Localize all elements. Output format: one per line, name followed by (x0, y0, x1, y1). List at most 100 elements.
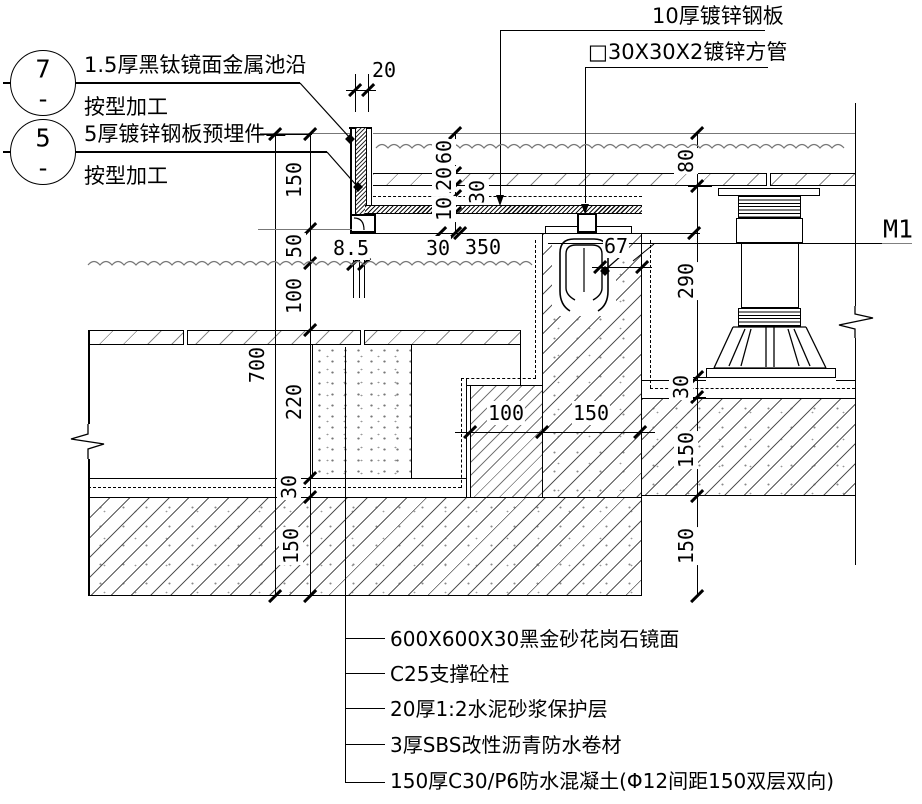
dim-extension (258, 228, 352, 230)
callout-note: 按型加工 (84, 95, 168, 119)
dim-150: 150 (282, 160, 306, 200)
pool-edge-inner-plate (370, 128, 372, 214)
note-granite: 600X600X30黑金砂花岗石镜面 (390, 627, 680, 651)
pool-edge-infill (356, 128, 366, 214)
dim-10: 10 (432, 195, 456, 223)
note-sbs: 3厚SBS改性沥青防水卷材 (390, 733, 622, 757)
material-label-square-tube: □30X30X2镀锌方管 (588, 40, 788, 64)
note-mortar: 20厚1:2水泥砂浆保护层 (390, 697, 608, 721)
pedestal-thread-upper (738, 196, 801, 218)
bubble-dash: - (35, 84, 51, 114)
water-wave-line (87, 260, 533, 266)
callout-note: 按型加工 (84, 164, 168, 188)
membrane-dashed (535, 240, 536, 378)
c-channel-profile-inner (565, 244, 603, 301)
dim-150: 150 (571, 401, 611, 425)
dim-30: 30 (277, 473, 301, 501)
dim-150: 150 (279, 526, 303, 566)
dim-ext-edge (353, 256, 354, 298)
dim-ext-edge (358, 256, 360, 298)
pedestal-base-legs (713, 326, 827, 369)
pedestal-thread-lower (738, 308, 801, 327)
detail-bubble-5 (10, 119, 76, 185)
lower-waterproof-slab (88, 497, 642, 596)
dim-connector (260, 133, 312, 135)
break-symbol (838, 306, 874, 338)
note-column: C25支撑砼柱 (390, 662, 510, 686)
dim-150: 150 (674, 430, 698, 470)
break-symbol (70, 424, 105, 459)
dim-line-channel (592, 266, 652, 268)
callout-line-5 (3, 151, 327, 153)
dim-chain-right (696, 133, 698, 596)
right-boundary (855, 338, 857, 565)
dim-line-topgap (346, 89, 376, 91)
plate-label-leader (500, 30, 501, 195)
dim-50: 50 (282, 232, 306, 260)
pool-edge-line (355, 128, 356, 233)
membrane-dashed (650, 388, 855, 389)
detail-bubble-7 (10, 50, 76, 116)
c25-support-column (312, 345, 412, 478)
dim-ext-topgap (368, 74, 369, 112)
dim-30: 30 (424, 236, 452, 260)
pool-edge-line (366, 128, 367, 214)
deck-underside-line (350, 232, 700, 234)
dim-350: 350 (463, 235, 503, 259)
dim-chain-left-outer (274, 134, 276, 596)
note-concrete: 150厚C30/P6防水混凝土(Φ12间距150双层双向) (390, 769, 835, 793)
dim-30: 30 (669, 373, 693, 401)
dim-100: 100 (282, 276, 306, 316)
membrane-dashed (650, 240, 651, 388)
callout-line-7 (3, 82, 300, 84)
dim-20: 20 (432, 165, 456, 193)
edge-bend-arc (353, 217, 365, 231)
note-branch (345, 707, 385, 709)
protection-layer-right (836, 379, 855, 381)
plate-label-underline (500, 29, 765, 31)
arrow-head (496, 195, 504, 206)
left-boundary (88, 330, 90, 424)
note-branch (345, 637, 385, 639)
note-branch (345, 743, 385, 745)
dim-chain-left-inner (309, 134, 311, 596)
dim-80: 80 (674, 147, 698, 175)
dim-220: 220 (282, 382, 306, 422)
membrane-dashed (461, 377, 536, 379)
notes-leader-line (345, 347, 346, 782)
dim-67: 67 (602, 234, 630, 258)
upper-deck-stone-slab (373, 173, 855, 186)
bubble-number: 5 (35, 123, 51, 153)
deck-slab-end (520, 330, 521, 385)
note-branch (345, 672, 385, 674)
leader-line (299, 82, 351, 139)
embed-plate-dashed-line (373, 196, 642, 197)
pool-edge-outer-plate (349, 128, 352, 233)
dim-line-step (455, 431, 655, 433)
dim-20-top: 20 (370, 58, 398, 82)
left-boundary (88, 459, 90, 596)
c-channel-profile-outer (559, 238, 609, 312)
leader-line (632, 243, 655, 262)
dim-extension (688, 185, 712, 187)
callout-note: 1.5厚黑钛镜面金属池沿 (84, 53, 307, 77)
water-level-line (373, 133, 855, 134)
dim-ext-edge (364, 256, 365, 298)
pedestal-top-plate (718, 188, 820, 196)
galvanized-plate-band (365, 205, 642, 214)
dim-30: 30 (465, 178, 489, 206)
dim-150: 150 (674, 526, 698, 566)
note-branch (345, 781, 385, 783)
dim-100: 100 (486, 401, 526, 425)
m1-leader-line (548, 242, 912, 244)
dim-8-5: 8.5 (331, 236, 371, 260)
stone-joint (183, 330, 188, 345)
mark-m1: M1 (881, 214, 915, 244)
arrow-head (581, 204, 589, 214)
upstand-face-line (466, 378, 467, 497)
lower-deck-stone-slab (88, 330, 520, 345)
tube-label-underline (585, 66, 768, 68)
